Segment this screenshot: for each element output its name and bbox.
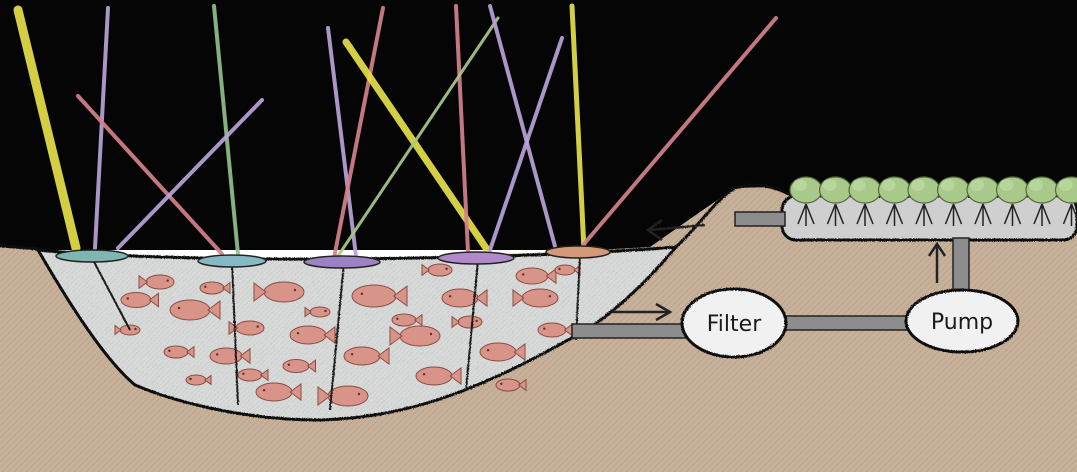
filter-unit: Filter (682, 289, 786, 357)
light-disk (438, 252, 514, 264)
pipe-filter-to-pump (784, 316, 908, 330)
pipe-pond-to-filter (572, 324, 686, 338)
light-disk (56, 250, 128, 262)
return-pipe (735, 212, 785, 226)
light-disk (546, 246, 610, 258)
light-disk (198, 255, 266, 267)
light-disk (304, 256, 380, 268)
filter-label: Filter (707, 312, 762, 337)
pump-unit: Pump (906, 290, 1018, 352)
pump-label: Pump (931, 310, 993, 335)
